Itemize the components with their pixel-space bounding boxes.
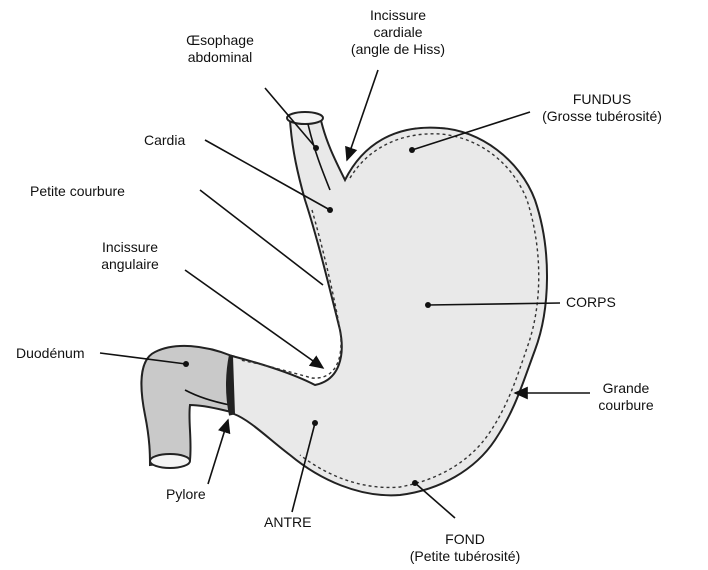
label-fundus: FUNDUS (Grosse tubérosité) xyxy=(527,91,677,125)
label-grande-courbure: Grande courbure xyxy=(586,380,666,414)
label-petite-courbure: Petite courbure xyxy=(30,183,125,200)
label-pylore: Pylore xyxy=(166,486,206,503)
label-corps: CORPS xyxy=(566,294,616,311)
label-incisure-cardiale: Incissure cardiale (angle de Hiss) xyxy=(336,7,460,58)
label-cardia: Cardia xyxy=(144,132,185,149)
label-incisure-angulaire: Incissure angulaire xyxy=(80,239,180,273)
label-duodenum: Duodénum xyxy=(16,345,85,362)
oesophagus-opening xyxy=(287,112,323,124)
label-antre: ANTRE xyxy=(264,514,311,531)
label-oesophage: Œsophage abdominal xyxy=(174,32,266,66)
label-fond: FOND (Petite tubérosité) xyxy=(390,531,540,565)
stomach-body xyxy=(232,116,547,495)
duodenum-opening xyxy=(150,454,190,468)
